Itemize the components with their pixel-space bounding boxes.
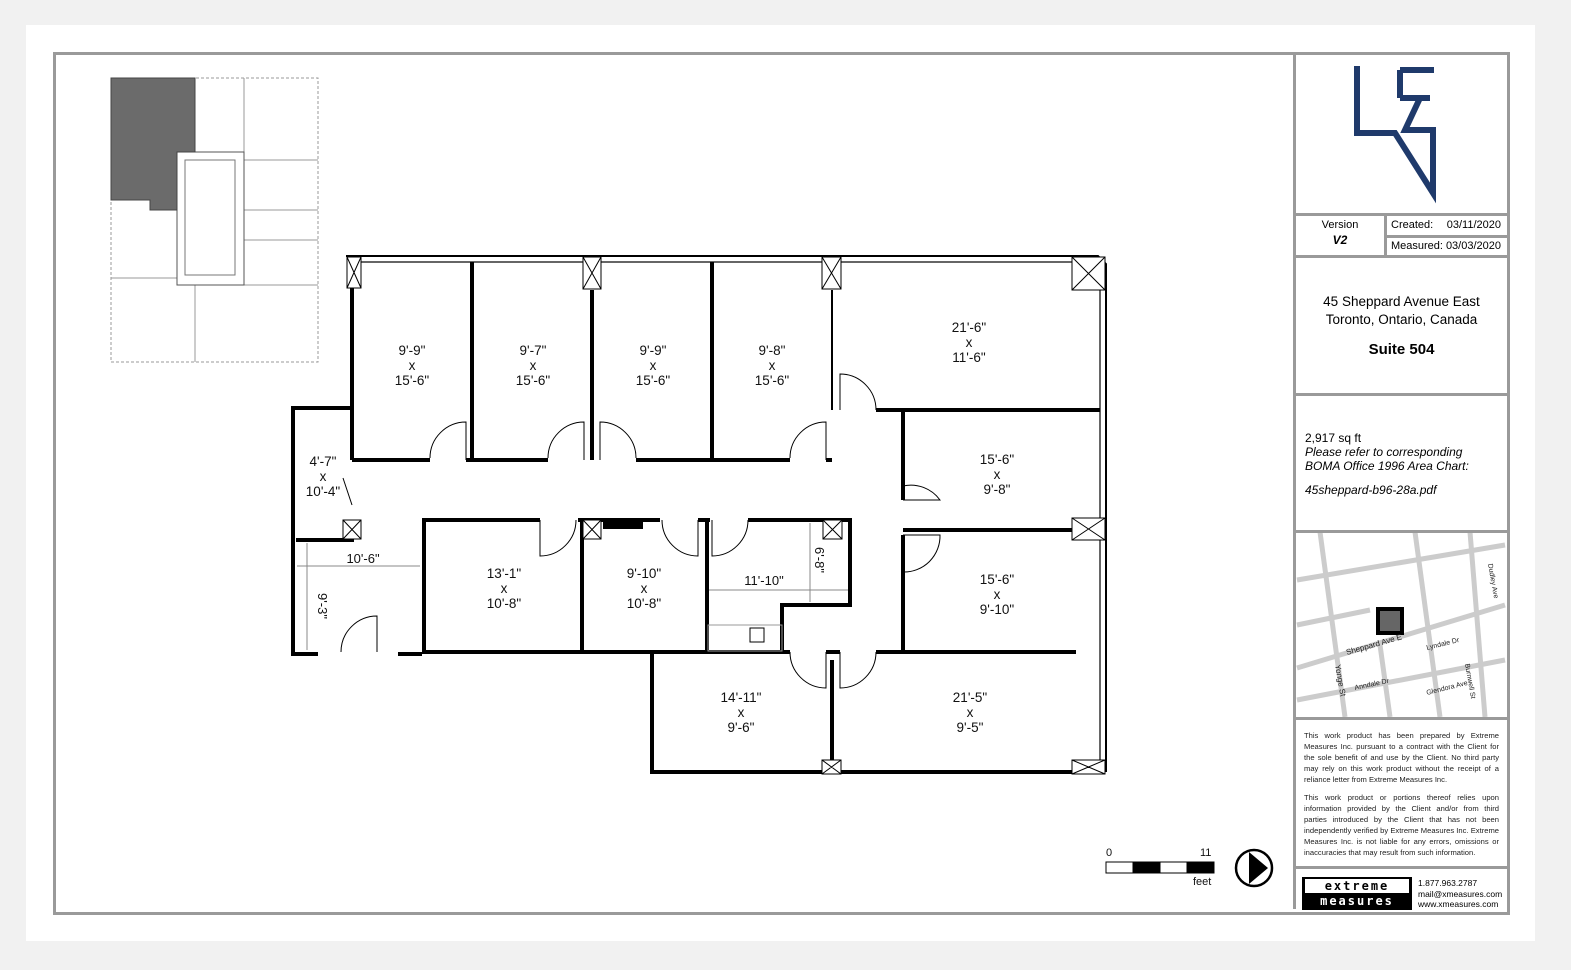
dimension-label: 10'-6" xyxy=(346,551,380,566)
scale-end-label: 11 xyxy=(1200,847,1212,859)
room-dimension: x xyxy=(993,587,1001,602)
measured-date: 03/03/2020 xyxy=(1445,240,1501,252)
key-plan xyxy=(110,77,319,363)
room-dimension: 13'-1" xyxy=(486,566,522,581)
room-dimension: 11'-6" xyxy=(952,350,986,365)
room-dimension: 9'-6" xyxy=(727,720,755,735)
suite-number: Suite 504 xyxy=(1368,341,1435,358)
room-dimension: 15'-6" xyxy=(979,452,1015,467)
version-row: Version V2 Created: 03/11/2020 Measured:… xyxy=(1296,213,1507,255)
disclaimer-paragraph: This work product has been prepared by E… xyxy=(1304,731,1499,784)
key-plan-suite-highlight xyxy=(110,77,196,211)
disclaimer: This work product has been prepared by E… xyxy=(1296,717,1507,868)
room-dimension: 9'-8" xyxy=(758,343,786,358)
created-label: Created: xyxy=(1391,219,1434,231)
room-dimension: x xyxy=(500,581,508,596)
room-dimension: 15'-6" xyxy=(635,373,671,388)
room-dimension: 9'-7" xyxy=(519,343,547,358)
area-block: 2,917 sq ft Please refer to correspondin… xyxy=(1296,393,1507,530)
created-date: 03/11/2020 xyxy=(1446,219,1501,231)
area-note: Please refer to corresponding xyxy=(1305,445,1463,459)
room-dimension: x xyxy=(529,358,537,373)
brand-logo xyxy=(1354,66,1436,204)
version-label: Version xyxy=(1321,219,1359,231)
title-block xyxy=(1293,52,1507,909)
room-dimension: 15'-6" xyxy=(979,572,1015,587)
company-phone: 1.877.963.2787 xyxy=(1418,878,1478,888)
room-dimension: x xyxy=(649,358,657,373)
room-dimension: x xyxy=(768,358,776,373)
dimension-lines xyxy=(297,523,848,650)
drawing-sheet xyxy=(26,25,1535,941)
north-arrow-icon xyxy=(1234,848,1274,888)
room-dimension: 15'-6" xyxy=(394,373,430,388)
drawing-frame xyxy=(53,52,1510,915)
room-dimension: x xyxy=(737,705,745,720)
room-dimension: x xyxy=(993,467,1001,482)
location-marker-icon xyxy=(1376,607,1404,635)
room-dimension: x xyxy=(319,469,327,484)
company-footer: extreme measures 1.877.963.2787 mail@xme… xyxy=(1296,866,1507,912)
room-dimension: x xyxy=(966,705,974,720)
scale-start-label: 0 xyxy=(1106,847,1113,859)
area-value: 2,917 sq ft xyxy=(1305,431,1362,445)
version-value: V2 xyxy=(1332,233,1348,247)
room-dimension: x xyxy=(408,358,416,373)
room-dimension: 21'-6" xyxy=(951,320,987,335)
room-dimension: 15'-6" xyxy=(515,373,551,388)
room-dimension: 9'-10" xyxy=(626,566,662,581)
measured-label: Measured: xyxy=(1391,240,1443,252)
address-line-2: Toronto, Ontario, Canada xyxy=(1325,312,1478,327)
dimension-label: 6'-8" xyxy=(812,547,827,573)
room-dimension: 14'-11" xyxy=(720,690,762,705)
address-line-1: 45 Sheppard Avenue East xyxy=(1323,294,1480,309)
room-dimension: x xyxy=(965,335,973,350)
room-dimension: 9'-5" xyxy=(956,720,984,735)
room-dimension: 10'-8" xyxy=(486,596,522,611)
company-website[interactable]: www.xmeasures.com xyxy=(1418,899,1499,909)
area-chart-file: 45sheppard-b96-28a.pdf xyxy=(1305,483,1437,497)
location-map xyxy=(1296,531,1506,718)
door-swings xyxy=(340,373,941,689)
dimension-label: 11'-10" xyxy=(744,573,784,588)
structural-columns xyxy=(342,256,1106,775)
room-dimension: 15'-6" xyxy=(754,373,790,388)
room-dimension: 21'-5" xyxy=(952,690,988,705)
address-block: 45 Sheppard Avenue East Toronto, Ontario… xyxy=(1296,255,1507,393)
company-email[interactable]: mail@xmeasures.com xyxy=(1418,888,1503,899)
room-dimension: 4'-7" xyxy=(309,454,337,469)
room-dimension: 9'-8" xyxy=(983,482,1011,497)
room-dimension: x xyxy=(640,581,648,596)
room-dimension: 9'-9" xyxy=(398,343,426,358)
room-dimension: 9'-9" xyxy=(639,343,667,358)
dimension-label: 9'-3" xyxy=(315,593,330,619)
walls xyxy=(291,255,1107,774)
room-dimension: 10'-8" xyxy=(626,596,662,611)
scale-bar xyxy=(1105,861,1215,874)
room-dimension: 10'-4" xyxy=(305,484,341,499)
area-note: BOMA Office 1996 Area Chart: xyxy=(1305,459,1469,473)
room-dimension: 9'-10" xyxy=(979,602,1015,617)
disclaimer-paragraph: This work product or portions thereof re… xyxy=(1304,793,1499,857)
scale-unit-label: feet xyxy=(1193,876,1212,888)
divider xyxy=(1296,530,1507,533)
extreme-measures-logo: extreme measures xyxy=(1302,877,1412,910)
